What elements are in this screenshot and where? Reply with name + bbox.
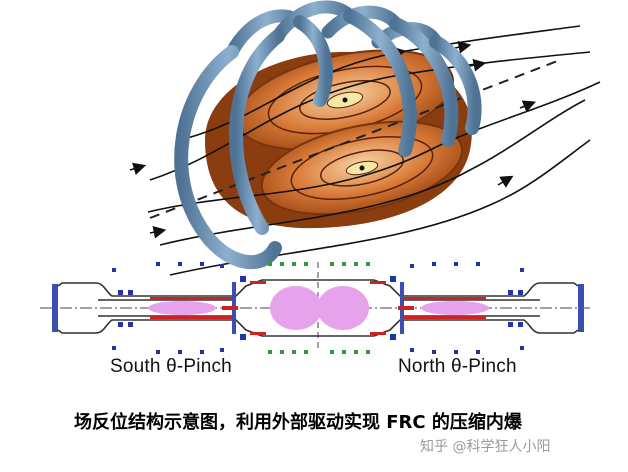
coil-front	[174, 9, 482, 269]
red-coils	[150, 281, 486, 335]
south-plasma	[148, 301, 216, 315]
frc-axis	[149, 59, 561, 219]
center-plasma-right	[317, 286, 369, 330]
south-theta-pinch-label: South θ-Pinch	[110, 356, 232, 377]
north-plasma	[421, 301, 489, 315]
blue-coil-markers	[112, 262, 524, 354]
zhihu-watermark: 知乎 @科学狂人小阳	[420, 439, 551, 455]
figure-caption: 场反位结构示意图，利用外部驱动实现 FRC 的压缩内爆	[74, 412, 522, 433]
north-theta-pinch-label: North θ-Pinch	[398, 356, 517, 377]
green-coil-markers	[268, 262, 370, 354]
machine-schematic	[40, 262, 590, 354]
center-plasma-left	[270, 286, 322, 330]
plasma-blobs	[148, 286, 489, 330]
frc-3d-illustration	[129, 0, 601, 276]
frc-diagram	[40, 0, 601, 354]
